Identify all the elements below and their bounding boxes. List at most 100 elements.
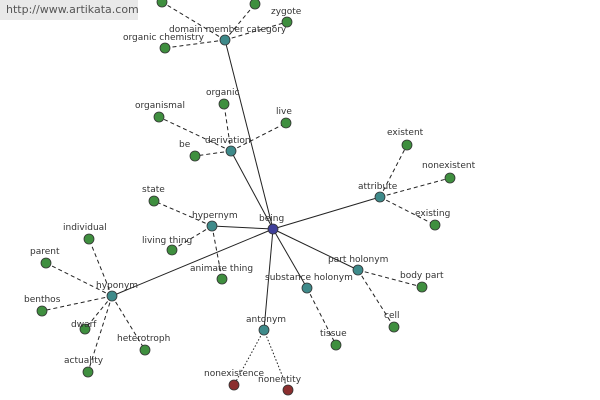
node-organismal[interactable]: organismal [135,101,185,123]
node-parent[interactable]: parent [30,247,60,269]
node-hypernym-dot[interactable] [206,220,218,232]
node-nonexistence-dot[interactable] [228,379,240,391]
node-antonym-dot[interactable] [258,324,270,336]
edge-domain-domain-x2 [224,3,256,41]
node-heterotroph-label: heterotroph [117,334,170,344]
node-cell-dot[interactable] [388,321,400,333]
node-actuality-dot[interactable] [82,366,94,378]
node-live-label: live [276,107,292,117]
node-partholonym-dot[interactable] [352,264,364,276]
node-derivation[interactable]: derivation [205,136,251,157]
edge-being-partholonym [272,228,359,271]
node-organismal-label: organismal [135,101,185,111]
edge-being-substanceholonym [272,228,308,289]
node-parent-dot[interactable] [40,257,52,269]
node-domain-x1[interactable] [156,0,168,8]
node-hyponym-dot[interactable] [106,290,118,302]
edge-derivation-organismal [158,116,232,152]
node-organic-chemistry[interactable]: organic chemistry [123,33,205,54]
node-heterotroph-dot[interactable] [139,344,151,356]
node-derivation-dot[interactable] [225,145,237,157]
node-state-dot[interactable] [148,195,160,207]
node-existent-label: existent [387,128,424,138]
node-nonentity[interactable]: nonentity [258,375,302,396]
node-state-label: state [142,185,165,195]
node-dwarf-dot[interactable] [79,323,91,335]
node-organic-chemistry-label: organic chemistry [123,33,205,43]
edge-derivation-organic [223,103,232,152]
node-benthos[interactable]: benthos [24,295,61,317]
edge-hyponym-parent [45,262,113,297]
node-dwarf-label: dwarf [71,320,97,330]
node-existent-dot[interactable] [401,139,413,151]
node-cell-label: cell [384,311,400,321]
node-existing-dot[interactable] [429,219,441,231]
node-nonexistent-dot[interactable] [444,172,456,184]
node-state[interactable]: state [142,185,165,207]
node-live-dot[interactable] [280,117,292,129]
node-partholonym[interactable]: part holonym [328,255,388,276]
node-domain-x2-dot[interactable] [249,0,261,10]
node-attribute-dot[interactable] [374,191,386,203]
node-be-label: be [179,140,191,150]
edge-attribute-existent [379,144,408,198]
node-living-thing-dot[interactable] [166,244,178,256]
node-individual-dot[interactable] [83,233,95,245]
node-animate-thing-label: animate thing [190,264,253,274]
node-substanceholonym[interactable]: substance holonym [265,273,353,294]
node-live[interactable]: live [276,107,292,129]
node-domain-dot[interactable] [219,34,231,46]
node-dwarf[interactable]: dwarf [71,320,97,335]
node-organismal-dot[interactable] [153,111,165,123]
node-organic[interactable]: organic [206,88,239,110]
node-nonexistent[interactable]: nonexistent [422,161,476,184]
node-nonexistence[interactable]: nonexistence [204,369,265,391]
node-existent[interactable]: existent [387,128,424,151]
node-benthos-label: benthos [24,295,61,305]
node-domain[interactable]: domain member category [169,25,287,46]
node-domain-x1-dot[interactable] [156,0,168,8]
node-partholonym-label: part holonym [328,255,388,265]
node-hypernym-label: hypernym [192,211,238,221]
edge-substanceholonym-tissue [306,287,337,346]
edge-hyponym-dwarf [84,295,113,330]
node-animate-thing-dot[interactable] [216,273,228,285]
node-nonentity-dot[interactable] [282,384,294,396]
edge-being-derivation [230,150,274,230]
edge-being-hyponym [111,228,274,297]
node-antonym[interactable]: antonym [246,315,286,336]
edge-domain-domain-x1 [161,1,226,41]
node-body-part[interactable]: body part [400,271,444,293]
node-attribute-label: attribute [358,182,398,192]
node-being-dot[interactable] [267,223,279,235]
edge-being-hypernym [211,225,274,230]
node-animate-thing[interactable]: animate thing [190,264,253,285]
node-zygote-dot[interactable] [281,16,293,28]
node-domain-x2[interactable] [249,0,261,10]
node-antonym-label: antonym [246,315,286,325]
node-tissue[interactable]: tissue [320,329,347,351]
edges-layer [41,1,451,391]
node-be[interactable]: be [179,140,201,162]
node-living-thing[interactable]: living thing [142,236,192,256]
node-actuality[interactable]: actuality [64,356,104,378]
node-body-part-dot[interactable] [416,281,428,293]
node-heterotroph[interactable]: heterotroph [117,334,170,356]
edge-hypernym-state [153,200,213,227]
node-hyponym[interactable]: hyponym [96,281,138,302]
node-existing[interactable]: existing [415,209,450,231]
edge-hyponym-heterotroph [111,295,146,351]
node-tissue-dot[interactable] [330,339,342,351]
node-attribute[interactable]: attribute [358,182,398,203]
node-benthos-dot[interactable] [36,305,48,317]
node-organic-chemistry-dot[interactable] [159,42,171,54]
node-substanceholonym-dot[interactable] [301,282,313,294]
node-cell[interactable]: cell [384,311,400,333]
node-be-dot[interactable] [189,150,201,162]
node-organic-dot[interactable] [218,98,230,110]
node-hypernym[interactable]: hypernym [192,211,238,232]
node-derivation-label: derivation [205,136,251,146]
node-being[interactable]: being [259,214,284,235]
node-zygote[interactable]: zygote [271,7,302,28]
node-individual[interactable]: individual [63,223,107,245]
